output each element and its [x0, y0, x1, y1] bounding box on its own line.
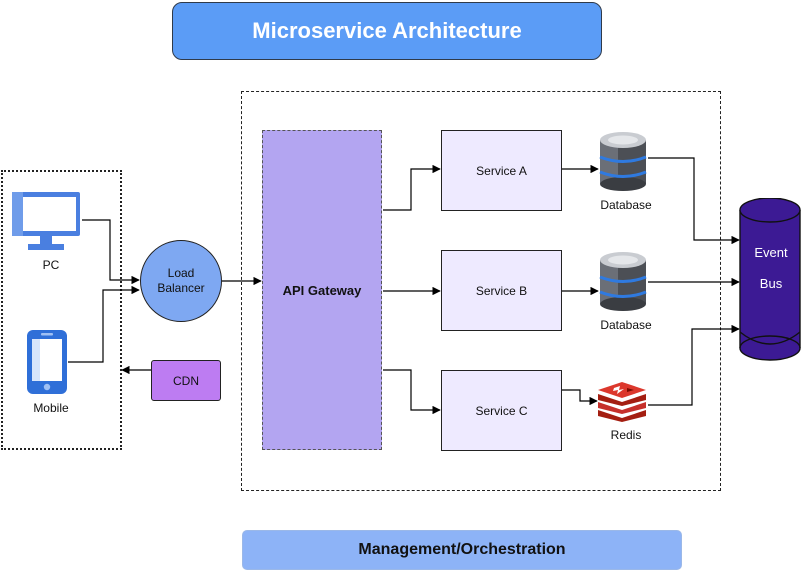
redis-icon	[598, 382, 646, 422]
service-a: Service A	[441, 130, 562, 211]
management-orchestration-box: Management/Orchestration	[242, 530, 682, 570]
edge-gateway-to-service-a	[383, 164, 441, 211]
redis-label: Redis	[610, 428, 642, 442]
event-bus-label-line1: Event	[754, 245, 788, 260]
database-a-label: Database	[600, 198, 652, 212]
edge-db-a-to-bus	[648, 157, 740, 245]
load-balancer-label-line2: Balancer	[157, 281, 205, 295]
edge-service-c-to-redis	[562, 389, 598, 406]
backend-boundary	[241, 91, 721, 491]
edge-pc-to-lb	[82, 219, 140, 285]
cdn-box: CDN	[151, 360, 221, 401]
service-c: Service C	[441, 370, 562, 451]
event-bus-label-line2: Bus	[759, 276, 783, 291]
diagram-title: Microservice Architecture	[172, 2, 602, 60]
edge-redis-to-bus	[648, 324, 740, 406]
database-icon	[599, 252, 647, 311]
load-balancer: Load Balancer	[140, 240, 222, 322]
database-icon	[599, 132, 647, 191]
edge-gateway-to-service-c	[383, 369, 441, 415]
mobile-label: Mobile	[33, 401, 69, 415]
event-bus	[739, 198, 801, 361]
pc-label: PC	[42, 258, 60, 272]
edge-mobile-to-lb	[68, 285, 140, 363]
mobile-icon	[27, 330, 67, 394]
load-balancer-label-line1: Load	[167, 266, 195, 280]
pc-icon	[12, 192, 80, 250]
service-b: Service B	[441, 250, 562, 331]
api-gateway: API Gateway	[262, 130, 382, 450]
database-b-label: Database	[600, 318, 652, 332]
clients-group	[1, 170, 122, 450]
